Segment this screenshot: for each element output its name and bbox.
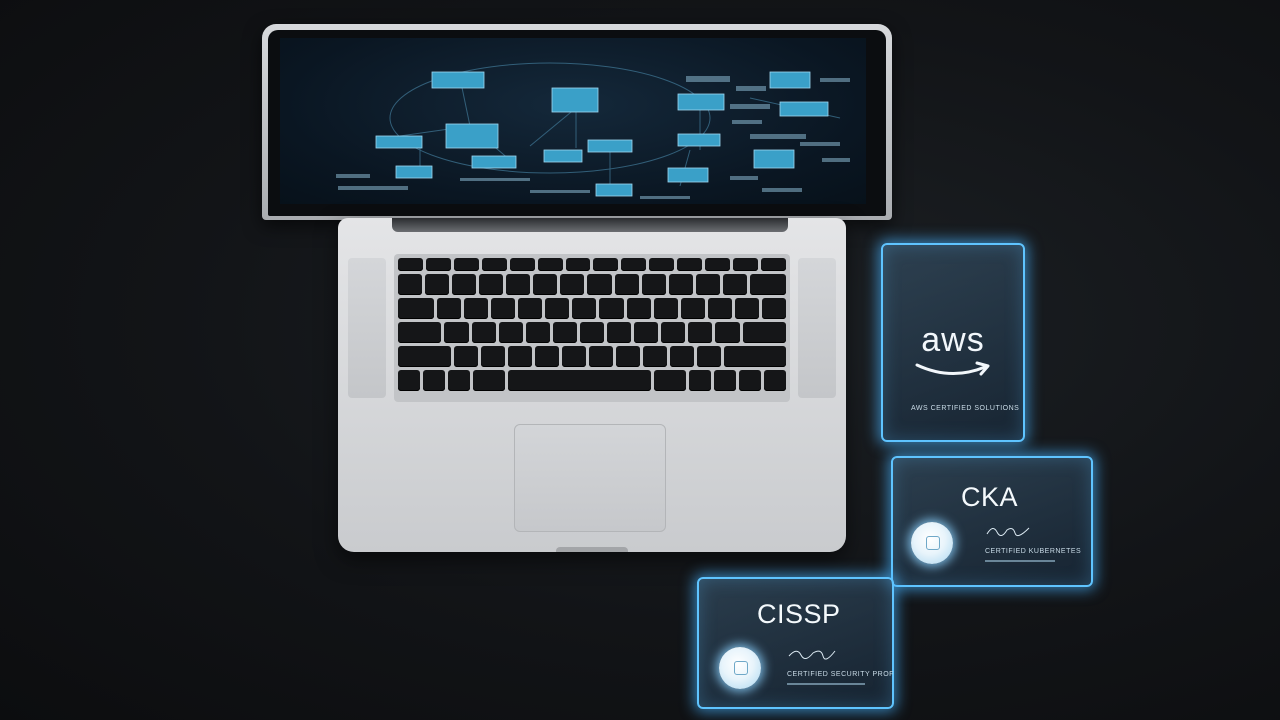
network-diagram [336,62,850,199]
seal-icon [719,647,761,689]
diagram-node [431,71,485,89]
keyboard-row [398,298,786,319]
laptop-display [280,38,866,204]
keyboard-row [398,346,786,367]
keyboard-row [398,274,786,295]
divider [787,683,865,685]
keyboard-row [398,322,786,343]
divider [985,560,1055,562]
laptop-base [338,218,846,552]
keyboard-row [398,258,786,271]
lid-notch [556,547,628,552]
aws-certification-card: aws AWS CERTIFIED SOLUTIONS [881,243,1025,442]
trackpad[interactable] [514,424,666,532]
aws-logo-text: aws [921,321,985,359]
cissp-card-fine-print: CERTIFIED SECURITY PROF [787,671,894,678]
laptop-hinge [392,218,788,232]
cka-card-title: CKA [961,482,1019,512]
signature [788,650,836,660]
speaker-grille-left [348,258,386,398]
cka-card-fine-print: CERTIFIED KUBERNETES [985,548,1082,555]
seal-icon [911,522,953,564]
aws-card-fine-print: AWS CERTIFIED SOLUTIONS [911,405,1020,412]
keyboard-row [398,370,786,391]
speaker-grille-right [798,258,836,398]
amazon-smile-arrow-icon [915,361,990,376]
signature [986,527,1030,537]
cissp-certification-card: CISSP CERTIFIED SECURITY PROF [697,577,894,709]
cka-certification-card: CKA CERTIFIED KUBERNETES [891,456,1093,587]
laptop-lid [262,24,892,220]
keyboard[interactable] [394,254,790,402]
cissp-card-title: CISSP [757,599,841,629]
